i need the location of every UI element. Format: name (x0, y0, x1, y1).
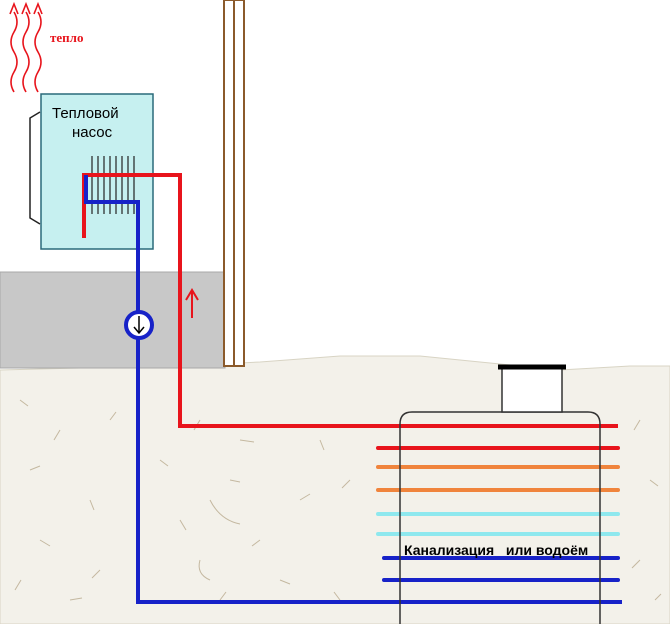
cold-pipe (84, 175, 622, 604)
building-wall (223, 0, 245, 367)
sewer-tank (399, 364, 601, 624)
heat-pump-label-line1: Тепловой (52, 105, 119, 122)
floor-slab (0, 271, 226, 369)
heat-exchanger-coil (91, 156, 135, 214)
ground-coils (376, 446, 620, 582)
heat-pump-label-line2: насос (72, 124, 113, 141)
flow-arrow-up-icon (185, 288, 199, 318)
soil-texture (14, 399, 662, 601)
heat-waves-icon (9, 1, 43, 93)
sewer-or-pond-label: Канализация или водоём (404, 542, 589, 558)
circulation-pump-icon (124, 310, 154, 340)
wall-bracket (29, 111, 41, 225)
heat-label: тепло (50, 30, 84, 45)
